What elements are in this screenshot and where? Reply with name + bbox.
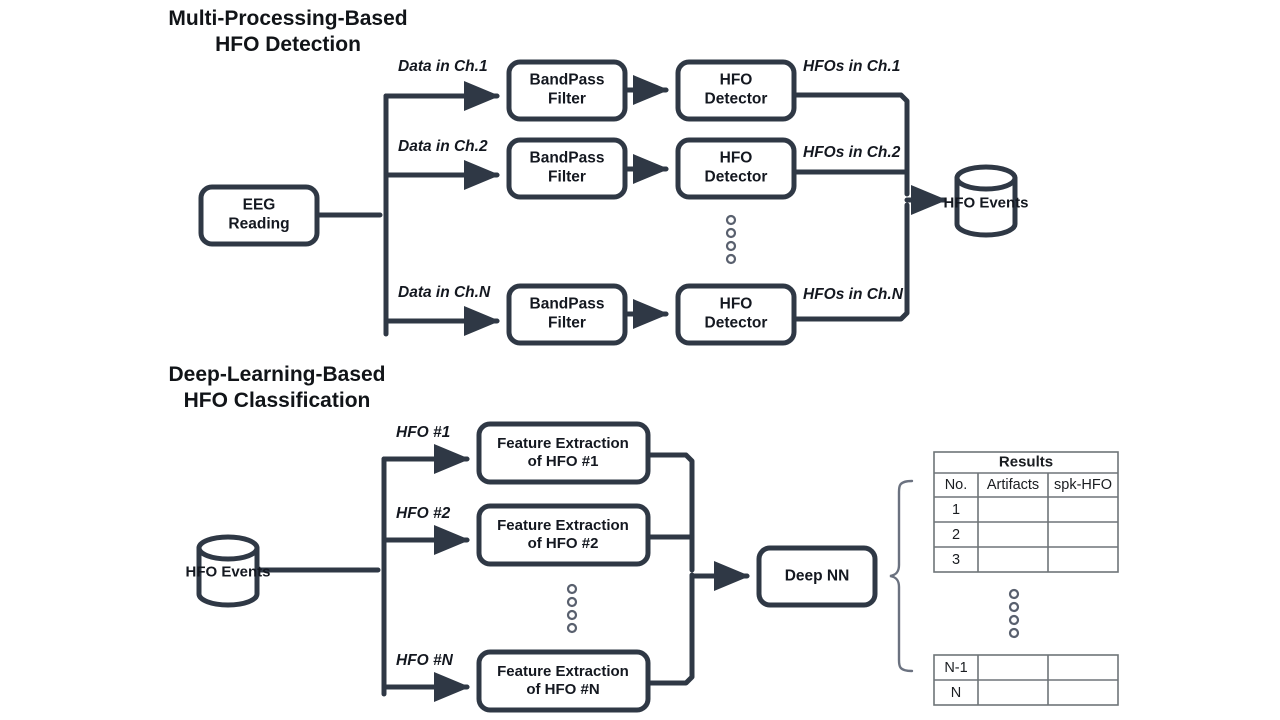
hfo-detector-n-line2: Detector <box>704 314 768 331</box>
section1-title-line2: HFO Detection <box>215 32 361 56</box>
hfo-detector-label-2: HFO Detector <box>705 149 768 186</box>
results-brace <box>889 479 914 673</box>
section1-title-line1: Multi-Processing-Based <box>168 7 408 30</box>
feature-extraction-1-line1: Feature Extraction <box>497 435 629 452</box>
merge-out-n <box>791 202 910 322</box>
deep-nn-box[interactable] <box>756 545 878 608</box>
results-row-n-minus-1-no: N-1 <box>944 660 968 676</box>
hfo-detector-box-2[interactable] <box>675 137 797 200</box>
hfo-detector-2-line2: Detector <box>704 168 768 185</box>
edge-label-hfos-ch2: HFOs in Ch.2 <box>803 144 901 161</box>
bandpass-filter-1-line1: BandPass <box>529 71 605 89</box>
bandpass-filter-1-line2: Filter <box>548 90 586 107</box>
bandpass-filter-2-line1: BandPass <box>529 149 605 167</box>
feature-extraction-2-line2: of HFO #2 <box>527 535 599 552</box>
hfo-events-cylinder-body[interactable] <box>954 175 1018 238</box>
hfo-events-source-label: HFO Events <box>185 563 271 581</box>
hfo-detector-box-n[interactable] <box>675 283 797 346</box>
feature-extraction-label-n: Feature Extraction of HFO #N <box>497 663 629 699</box>
bandpass-filter-2-line2: Filter <box>548 168 586 185</box>
hfo-events-source-cylinder-body[interactable] <box>196 545 260 608</box>
edge-label-hfo-n: HFO #N <box>396 652 453 669</box>
edge-label-data-chn: Data in Ch.N <box>398 284 491 301</box>
edge-label-hfo-1: HFO #1 <box>396 424 451 441</box>
edge-label-hfo-2: HFO #2 <box>396 505 451 522</box>
feature-extraction-n-line2: of HFO #N <box>526 681 600 698</box>
hfo-detector-n-line1: HFO <box>719 295 753 313</box>
bandpass-filter-label-n: BandPass Filter <box>530 295 605 332</box>
results-row-1-no: 1 <box>951 502 961 518</box>
bandpass-filter-n-line2: Filter <box>548 314 586 331</box>
results-col-no: No. <box>944 477 968 493</box>
feature-extraction-n-line1: Feature Extraction <box>497 663 629 680</box>
hfo-events-source-cylinder-top[interactable] <box>196 534 260 562</box>
feature-extraction-2-line1: Feature Extraction <box>497 517 629 534</box>
hfo-events-sink-label: HFO Events <box>943 194 1029 212</box>
ellipsis-channels <box>725 214 737 265</box>
edge-label-hfos-chn: HFOs in Ch.N <box>803 286 903 303</box>
hfo-events-cylinder-top[interactable] <box>954 164 1018 192</box>
results-table-grid <box>933 451 1119 706</box>
bandpass-filter-n-line1: BandPass <box>529 295 605 313</box>
hfo-detector-box-1[interactable] <box>675 59 797 122</box>
results-table-title: Results <box>998 453 1054 471</box>
feature-extraction-label-1: Feature Extraction of HFO #1 <box>497 435 629 471</box>
feature-extraction-label-2: Feature Extraction of HFO #2 <box>497 517 629 553</box>
merge-fe-1 <box>645 452 695 573</box>
edge-label-hfos-ch1: HFOs in Ch.1 <box>803 58 901 75</box>
bandpass-filter-label-2: BandPass Filter <box>530 149 605 186</box>
merge-fe-n <box>645 572 695 686</box>
deep-nn-label: Deep NN <box>784 567 850 585</box>
section2-title-line1: Deep-Learning-Based <box>168 363 386 386</box>
merge-out-1 <box>791 92 910 197</box>
hfo-detector-label-1: HFO Detector <box>705 71 768 108</box>
section-title-multi-processing: Multi-Processing-Based HFO Detection <box>158 6 418 57</box>
eeg-reading-line2: Reading <box>228 215 290 232</box>
eeg-reading-line1: EEG <box>242 196 276 214</box>
bandpass-filter-label-1: BandPass Filter <box>530 71 605 108</box>
hfo-detector-label-n: HFO Detector <box>705 295 768 332</box>
ellipsis-hfos <box>566 583 578 634</box>
hfo-detector-1-line2: Detector <box>704 90 768 107</box>
section2-title-line2: HFO Classification <box>183 388 371 412</box>
section-title-deep-learning: Deep-Learning-Based HFO Classification <box>156 362 398 413</box>
results-col-spk-hfo: spk-HFO <box>1054 477 1112 493</box>
hfo-detector-2-line1: HFO <box>719 149 753 167</box>
eeg-reading-label: EEG Reading <box>228 196 289 233</box>
edge-label-data-ch1: Data in Ch.1 <box>398 58 488 75</box>
edge-label-data-ch2: Data in Ch.2 <box>398 138 488 155</box>
hfo-detector-1-line1: HFO <box>719 71 753 89</box>
results-row-2-no: 2 <box>951 527 961 543</box>
results-row-n-no: N <box>950 685 962 701</box>
results-col-artifacts: Artifacts <box>986 477 1040 493</box>
ellipsis-table-rows <box>1008 588 1020 639</box>
feature-extraction-1-line2: of HFO #1 <box>527 453 599 470</box>
results-row-3-no: 3 <box>951 552 961 568</box>
